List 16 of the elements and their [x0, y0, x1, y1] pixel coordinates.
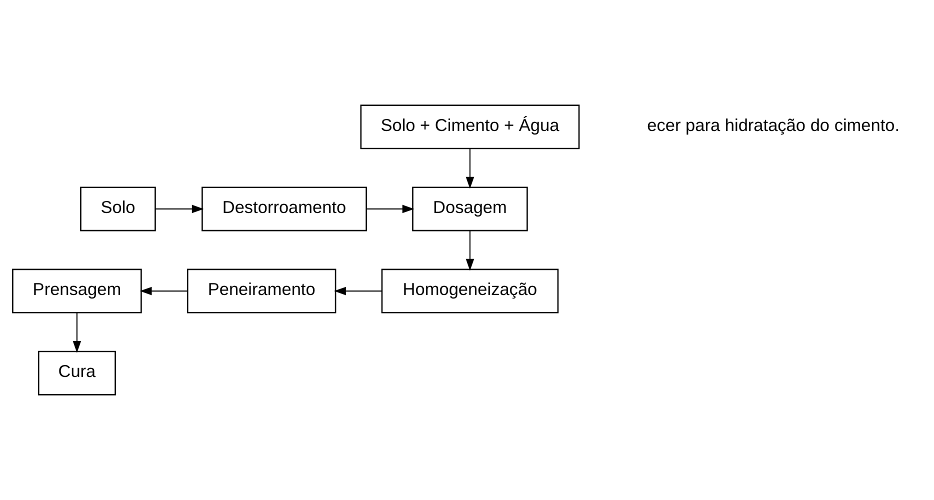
node-box: Homogeneização	[381, 268, 559, 314]
arrow	[155, 204, 204, 214]
node-box: Cura	[38, 350, 116, 396]
arrow	[366, 204, 414, 214]
node-box: Solo + Cimento + Água	[360, 104, 580, 150]
node-box: Solo	[80, 186, 156, 232]
arrow	[140, 286, 188, 296]
node-box: Destorroamento	[202, 186, 367, 232]
node-box: Dosagem	[412, 186, 528, 232]
arrow	[466, 148, 474, 189]
arrow	[334, 286, 382, 296]
node-box: Prensagem	[12, 268, 142, 314]
arrow	[72, 312, 82, 353]
node-box: Peneiramento	[186, 268, 336, 314]
arrow	[466, 230, 474, 271]
label: ecer para hidratação do cimento.	[647, 115, 900, 136]
